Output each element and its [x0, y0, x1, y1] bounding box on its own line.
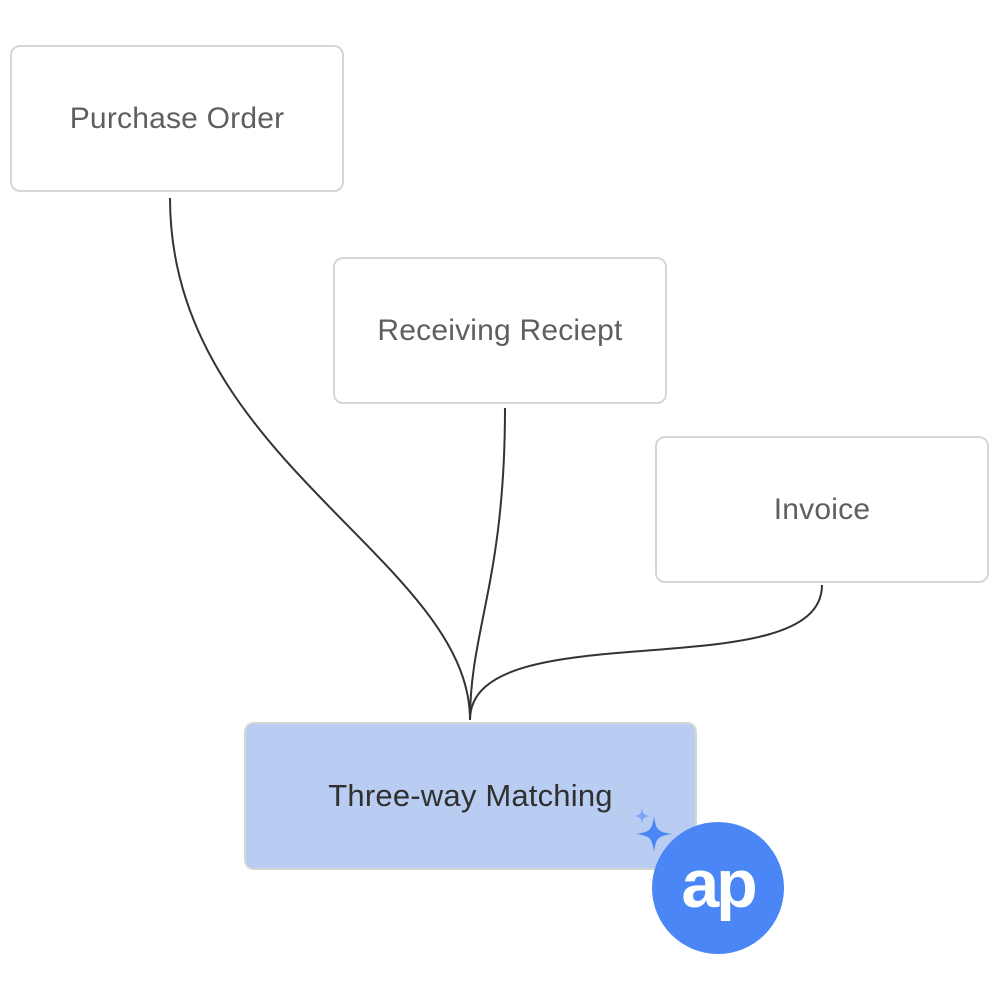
node-label: Invoice	[773, 492, 871, 526]
logo-circle	[652, 822, 784, 954]
node-purchase-order[interactable]: Purchase Order	[10, 45, 344, 192]
connector-invoice	[469, 584, 823, 721]
node-label: Purchase Order	[69, 101, 285, 135]
node-receiving-receipt[interactable]: Receiving Reciept	[333, 257, 667, 404]
logo-text: ap	[681, 846, 755, 922]
node-label: Receiving Reciept	[377, 313, 623, 347]
ap-logo: ap	[652, 822, 784, 954]
node-invoice[interactable]: Invoice	[655, 436, 989, 583]
connector-receiving-receipt	[469, 407, 506, 721]
node-three-way-matching[interactable]: Three-way Matching	[244, 722, 697, 870]
sparkle-icon	[634, 808, 672, 852]
node-label: Three-way Matching	[328, 778, 613, 813]
